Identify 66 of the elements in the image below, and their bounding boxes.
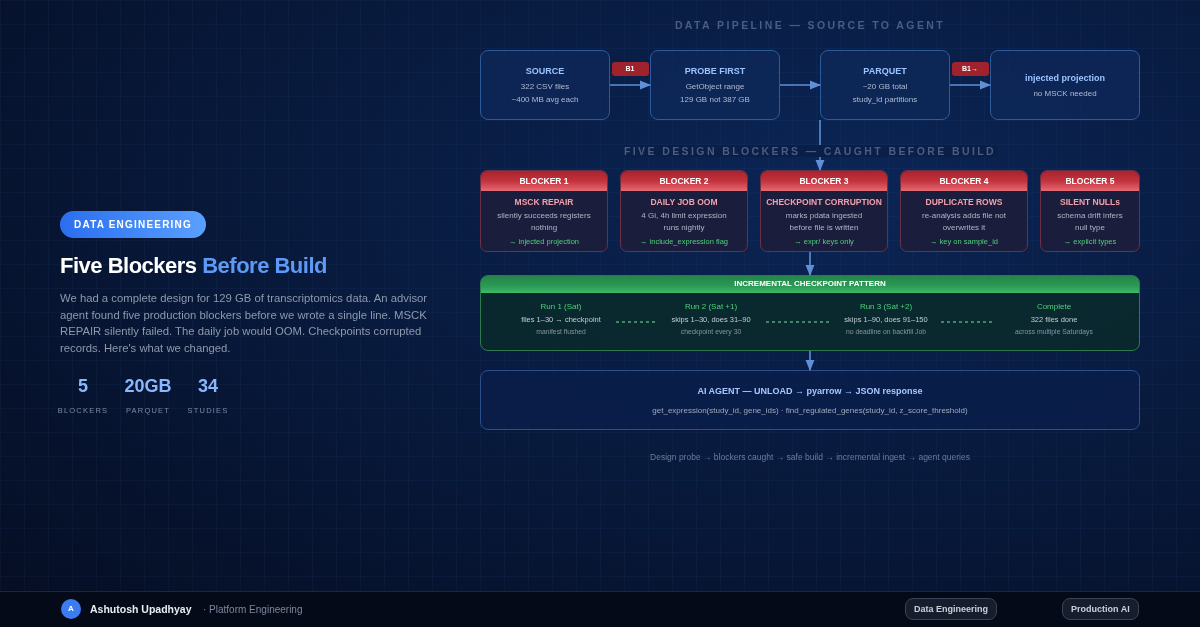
step-title: Run 3 (Sat +2) xyxy=(859,302,913,311)
box-text: study_id partitions xyxy=(852,95,918,104)
card-text: 4 Gi, 4h limit expression runs nightly xyxy=(640,210,728,234)
box-text: no MSCK needed xyxy=(1033,88,1097,98)
arrow xyxy=(805,251,815,277)
card-header: BLOCKER 4 xyxy=(901,171,1027,191)
topic-tag: Data Engineering xyxy=(905,598,997,620)
process-box xyxy=(820,50,950,120)
section-heading: DATA PIPELINE — SOURCE TO AGENT xyxy=(673,19,947,31)
author-affiliation: · Platform Engineering xyxy=(203,604,303,615)
card-text: silently succeeds registers nothing xyxy=(496,210,592,234)
blocker-card xyxy=(900,170,1028,252)
section-heading: FIVE DESIGN BLOCKERS — CAUGHT BEFORE BUILD xyxy=(621,145,999,157)
card-text: marks pdata ingested before file is written xyxy=(784,210,864,234)
process-box xyxy=(990,50,1140,120)
pattern-panel xyxy=(480,275,1140,351)
box-text: ~20 GB total xyxy=(862,82,908,91)
arrow xyxy=(949,80,992,90)
function-list: get_expression(study_id, gene_ids) · find_regulated_genes(study_id, z_score_threshold) xyxy=(652,405,968,415)
blocker-card xyxy=(760,170,888,252)
card-header: BLOCKER 3 xyxy=(761,171,887,191)
arrow xyxy=(805,350,815,372)
flow-summary: Design probe → blockers caught → safe build → incremental ingest → agent queries xyxy=(649,452,971,462)
box-title: injected projection xyxy=(1025,72,1105,83)
heading: Five Blockers Before Build xyxy=(60,253,327,279)
step-title: Run 2 (Sat +1) xyxy=(684,302,738,311)
arrow xyxy=(815,119,825,172)
blocker-card xyxy=(480,170,608,252)
card-text: re-analysis adds file not overwrites it xyxy=(920,210,1007,234)
card-title: SILENT NULLs xyxy=(1060,197,1120,207)
step-title: Run 1 (Sat) xyxy=(540,302,582,311)
card-title: MSCK REPAIR xyxy=(514,197,574,207)
blocker-card xyxy=(620,170,748,252)
box-title: PROBE FIRST xyxy=(684,66,746,76)
panel-header: INCREMENTAL CHECKPOINT PATTERN xyxy=(481,276,1139,293)
dashed-connector xyxy=(615,321,657,323)
dashed-connector xyxy=(940,321,995,323)
card-header: BLOCKER 2 xyxy=(621,171,747,191)
box-text: ~400 MB avg each xyxy=(511,95,579,104)
card-header: BLOCKER 1 xyxy=(481,171,607,191)
box-text: 322 CSV files xyxy=(520,82,570,91)
card-text: schema drift infers null type xyxy=(1056,210,1124,234)
dashed-connector xyxy=(765,321,832,323)
arrow xyxy=(609,80,652,90)
card-title: DAILY JOB OOM xyxy=(650,197,718,207)
box-title: AI AGENT — UNLOAD → pyarrow → JSON response xyxy=(697,385,923,396)
arrow xyxy=(779,80,822,90)
author-name: Ashutosh Upadhyay xyxy=(90,603,192,615)
intro-paragraph: We had a complete design for 129 GB of transcriptomics data. An advisor agent found five production blockers before we wrote a single line. MSCK REPAIR silently failed. The daily job would OOM. Checkpoints corrupted records. Here's what we changed. xyxy=(60,291,429,356)
step-title: Complete xyxy=(1036,302,1072,311)
box-title: PARQUET xyxy=(863,66,907,76)
agent-box xyxy=(480,370,1140,430)
topic-tag: Production AI xyxy=(1062,598,1139,620)
process-box xyxy=(650,50,780,120)
stat-value: 20GB xyxy=(123,376,173,397)
card-title: CHECKPOINT CORRUPTION xyxy=(766,197,882,207)
blocker-card xyxy=(1040,170,1140,252)
box-text: 129 GB not 387 GB xyxy=(680,95,750,104)
process-box xyxy=(480,50,610,120)
card-header: BLOCKER 5 xyxy=(1041,171,1139,191)
stat-value: 34 xyxy=(197,376,219,397)
box-title: SOURCE xyxy=(525,66,565,76)
category-badge: DATA ENGINEERING xyxy=(60,211,206,238)
box-text: GetObject range xyxy=(685,82,745,91)
stat-value: 5 xyxy=(77,376,89,397)
card-title: DUPLICATE ROWS xyxy=(925,197,1003,207)
